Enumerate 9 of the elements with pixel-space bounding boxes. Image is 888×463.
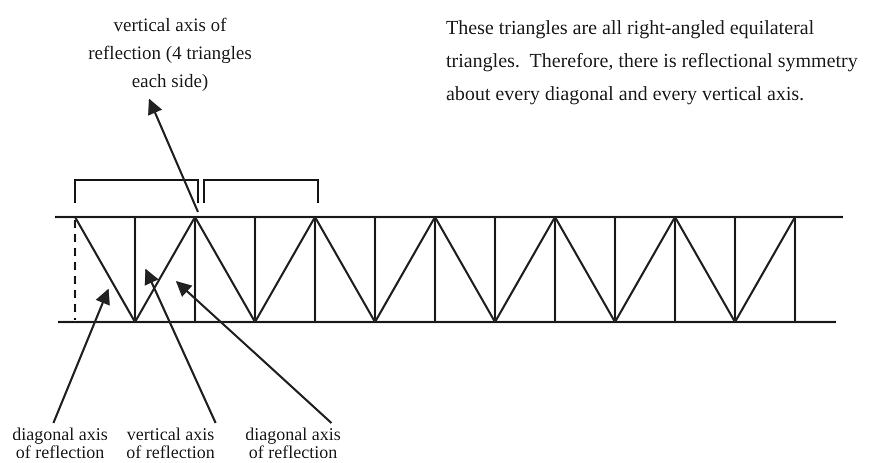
leader-line xyxy=(148,98,199,212)
leader-line xyxy=(176,280,332,424)
leader-line xyxy=(144,268,217,424)
leader-line xyxy=(52,288,110,424)
callout-text: vertical axis of reflection xyxy=(118,425,223,461)
callout-text: vertical axis of reflection (4 triangles each side) xyxy=(85,12,255,96)
callout-text: diagonal axis of reflection xyxy=(5,425,115,461)
callout-text: diagonal axis of reflection xyxy=(238,425,348,461)
note-text: These triangles are all right-angled equilateral triangles. Therefore, there is reflectional symmetry about every diagonal and every vertical axis. xyxy=(446,16,859,107)
